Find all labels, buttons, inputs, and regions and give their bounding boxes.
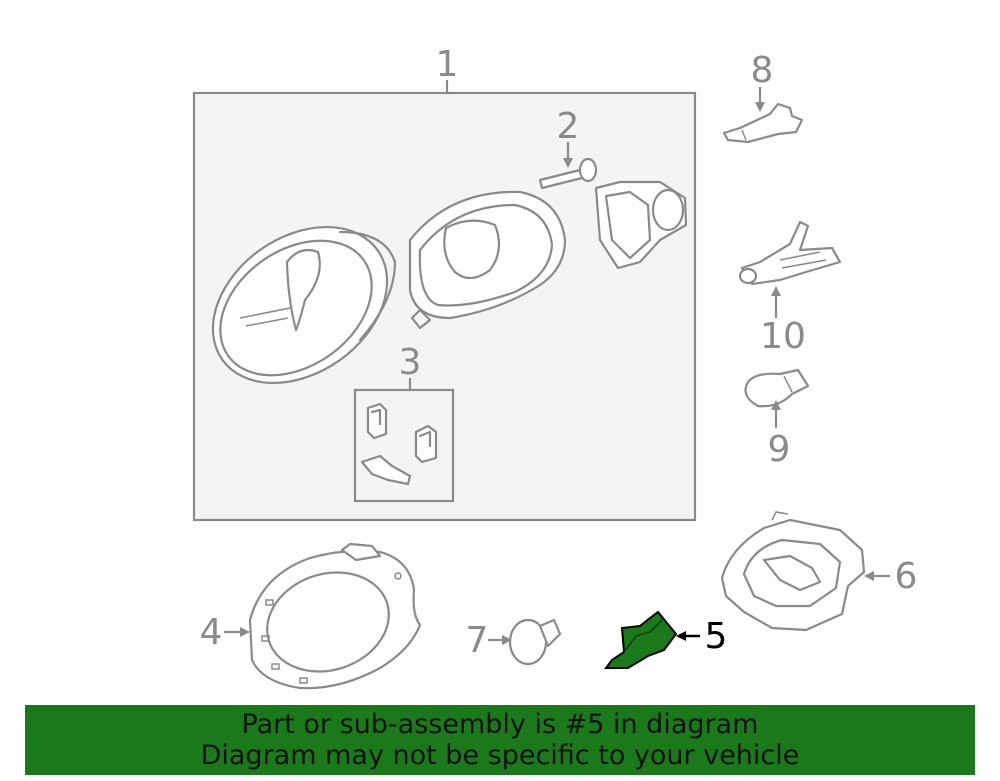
- callout-5[interactable]: 5: [705, 616, 728, 657]
- bulb-holder: [722, 102, 804, 144]
- callout-7[interactable]: 7: [466, 620, 489, 661]
- highlighted-bracket[interactable]: [604, 610, 678, 669]
- housing-cover: [720, 511, 866, 632]
- small-bulb: [744, 368, 810, 408]
- callout-8[interactable]: 8: [751, 50, 774, 91]
- callout-2[interactable]: 2: [557, 106, 580, 147]
- headlamp-housing: [408, 190, 567, 330]
- clip-kit: [360, 402, 438, 486]
- banner-line-1: Part or sub-assembly is #5 in diagram: [241, 709, 759, 740]
- headlamp-bezel: [248, 542, 422, 690]
- callout-9[interactable]: 9: [768, 429, 791, 470]
- callout-10[interactable]: 10: [760, 316, 806, 357]
- callout-1[interactable]: 1: [436, 44, 459, 85]
- callout-6[interactable]: 6: [895, 556, 918, 597]
- bulb-socket: [594, 180, 688, 270]
- push-clip: [508, 618, 562, 666]
- banner-background: [25, 705, 975, 775]
- bolt: [538, 157, 598, 190]
- bulb-with-bracket: [738, 220, 842, 286]
- callout-3[interactable]: 3: [399, 342, 422, 383]
- callout-4[interactable]: 4: [200, 612, 223, 653]
- banner-line-2: Diagram may not be specific to your vehi…: [200, 740, 800, 771]
- info-banner: Part or sub-assembly is #5 in diagram Di…: [25, 705, 975, 775]
- headlamp-lens: [211, 225, 397, 385]
